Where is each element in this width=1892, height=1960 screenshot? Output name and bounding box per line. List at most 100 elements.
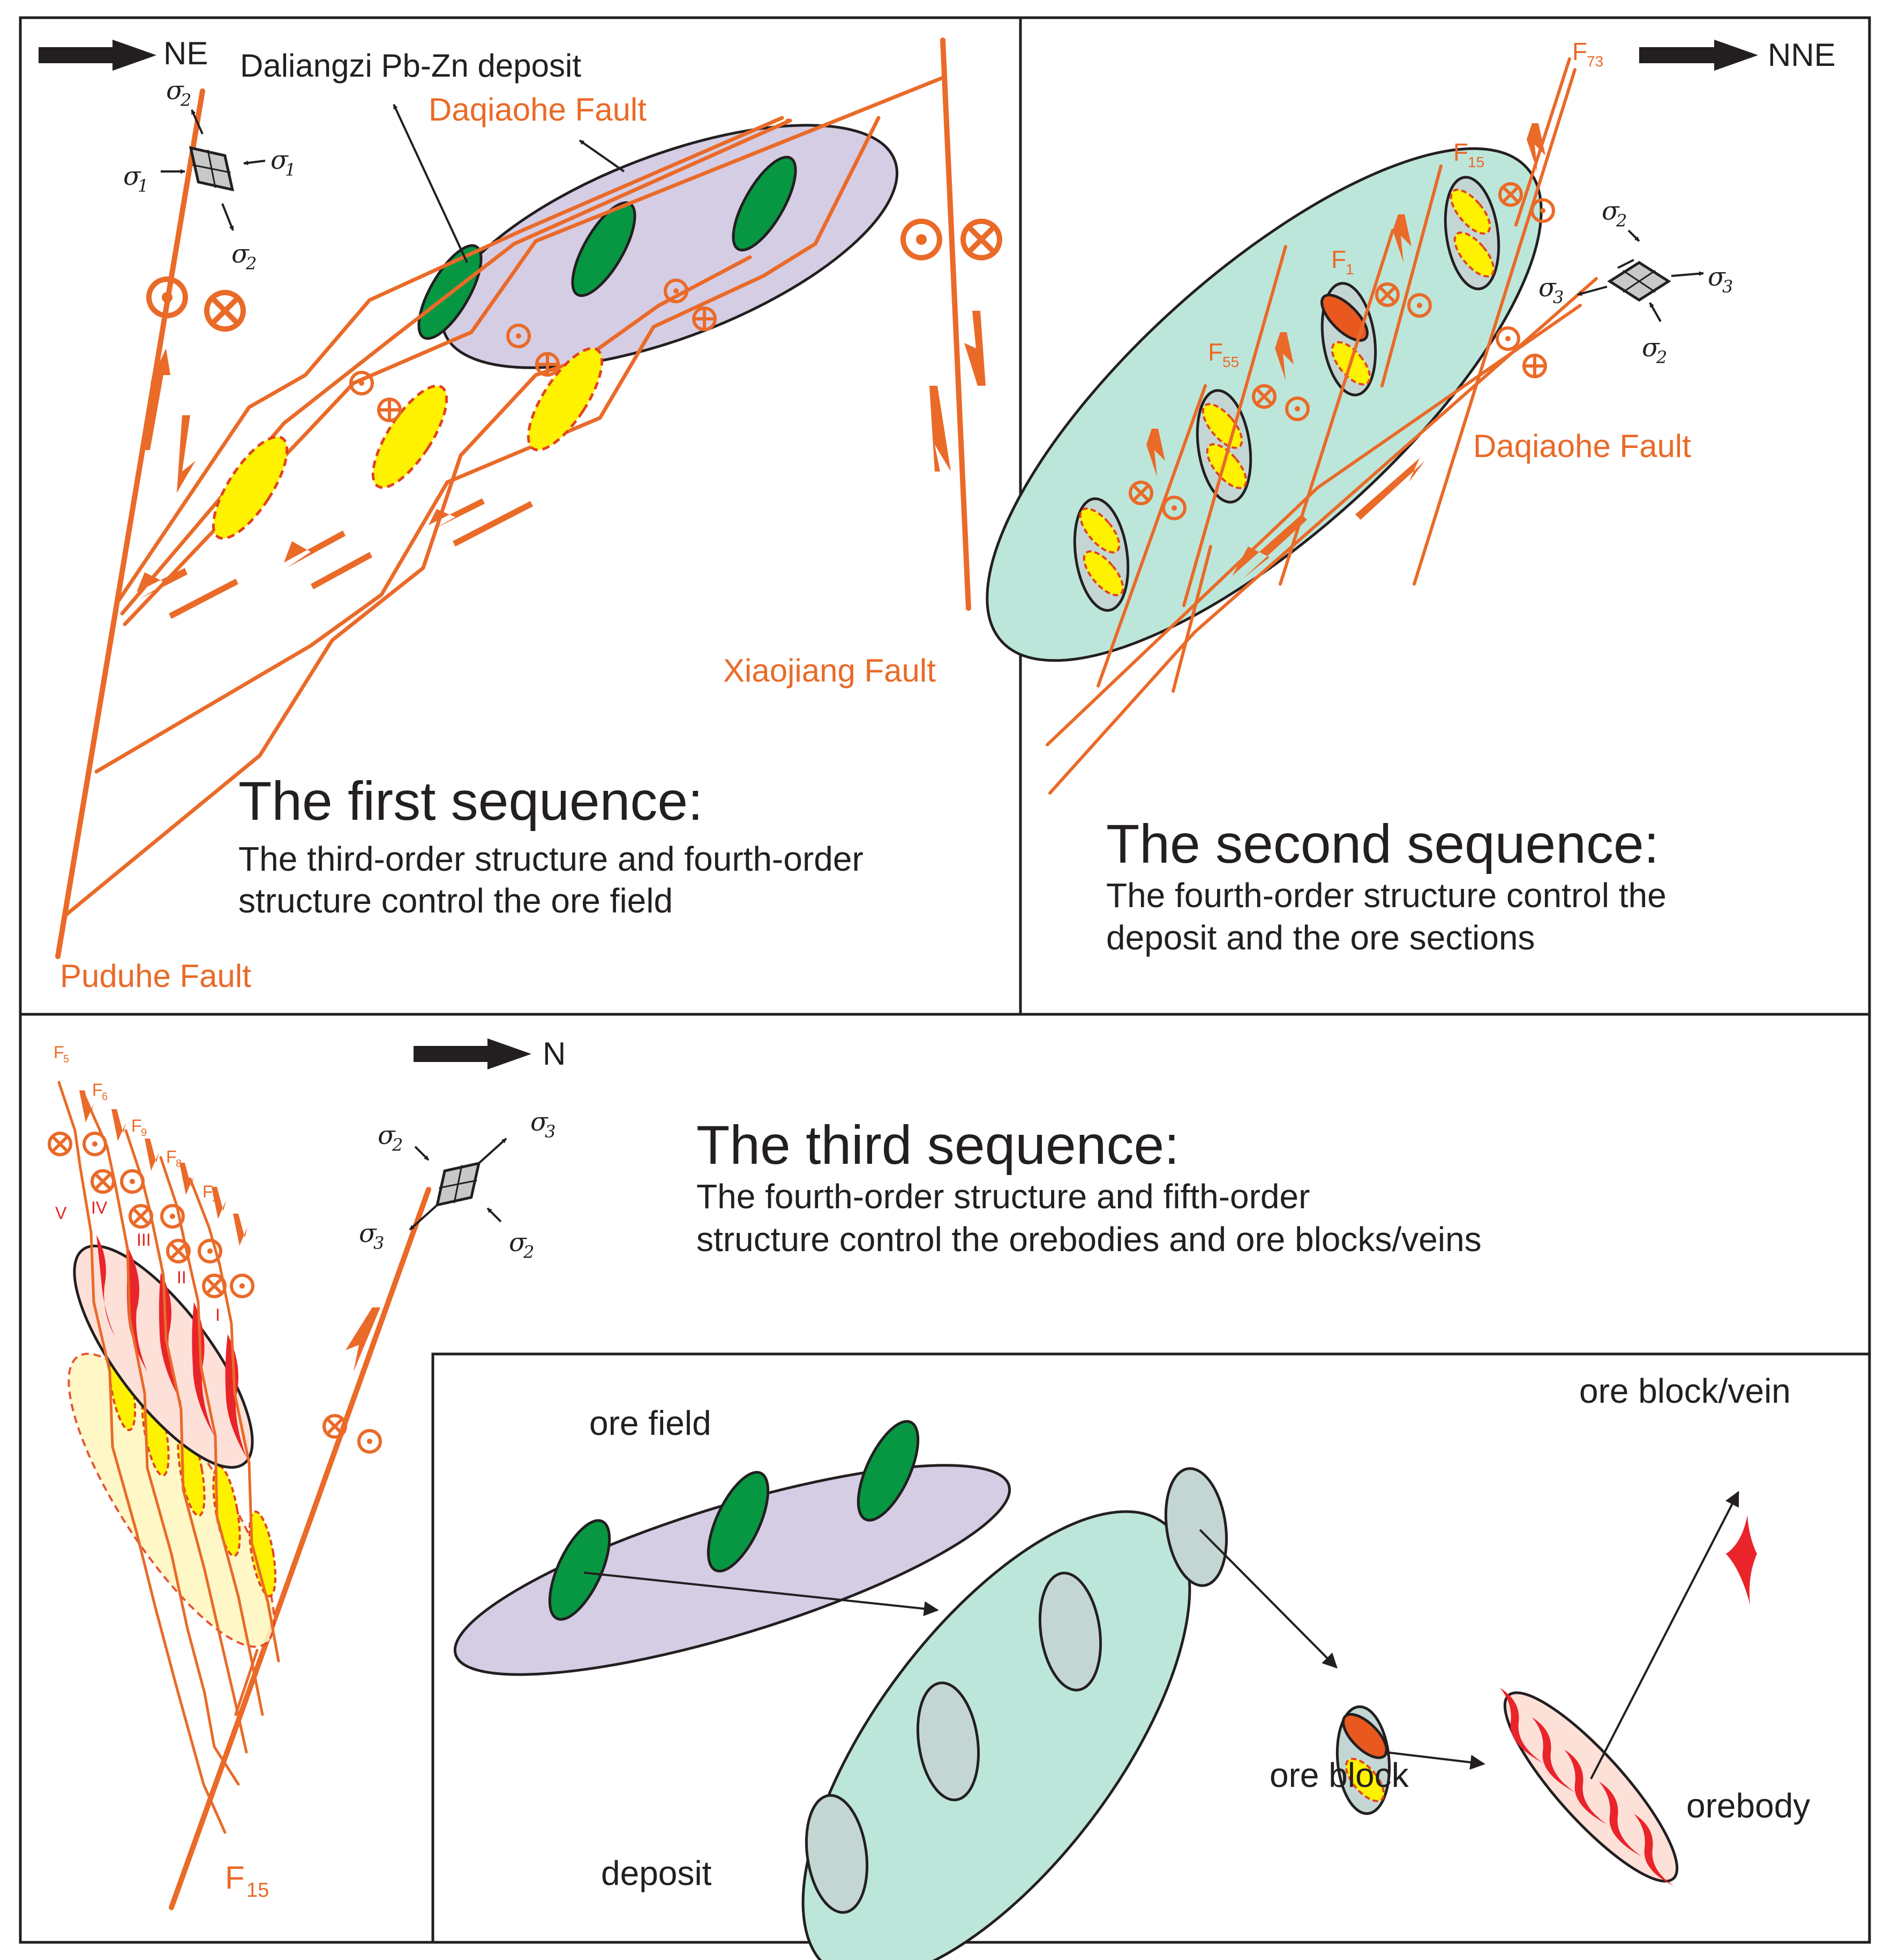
ore-lens-yellow [1079,507,1121,553]
ore-lens-green [732,155,797,252]
xiaojiang-fault-line [940,38,971,611]
sigma-subscript: 3 [545,1121,555,1142]
deposit-label: Daliangzi Pb-Zn deposit [240,48,581,84]
panel3-title: The third sequence: [696,1114,1180,1176]
puduhe-fault-line [55,88,205,959]
sigma-subscript: 1 [285,160,296,180]
legend-ore-vein-shape [1726,1515,1757,1605]
fault-label-f15: F [225,1860,245,1896]
sigma-label: σ [1642,333,1660,363]
panel2-description-line2: deposit and the ore sections [1106,918,1535,957]
fault-label-subscript: 6 [102,1091,108,1103]
fault-label-subscript: 55 [1222,354,1239,370]
fault-label: F [54,1043,64,1062]
sigma-subscript: 2 [392,1135,403,1155]
deposit-ellipse [986,147,1543,662]
into-page-symbol [49,1133,71,1155]
out-of-page-symbol [1497,328,1519,349]
fault-label: F [1208,338,1223,366]
sigma-subscript: 2 [180,90,191,110]
ore-lens-yellow [1083,550,1124,596]
into-page-symbol [130,1206,152,1227]
fault-label-subscript: 3 [212,1193,218,1205]
fault-f15-line [169,1187,431,1910]
ore-section-ellipse [1164,1467,1228,1587]
sigma-label: σ [231,239,250,269]
ore-lens-yellow [1450,189,1491,235]
orebody-numerals: V IV III II I [55,1198,220,1325]
sigma-subscript: 2 [1656,347,1667,368]
ore-lens-yellow [212,435,289,540]
fault-pointer-arrow [579,139,625,173]
strike-slip-in-symbol [963,221,1000,258]
ore-section-ellipse [916,1681,980,1801]
panel3-fault-labels: F 5 F 6 F 9 F 8 F 3 [54,1043,218,1205]
panel2-title: The second sequence: [1106,813,1659,874]
sigma-label: σ [123,161,141,191]
sigma-label: σ [1708,262,1726,292]
direction-label-ne: NE [163,35,208,71]
legend-deposit-label: deposit [601,1854,712,1892]
panel-third-sequence: N [35,1036,1482,1910]
legend-orebody-label: orebody [1686,1786,1810,1825]
scale-hierarchy-inset: ore field deposit ore block orebody ore … [453,1372,1810,1960]
fault-label: F [92,1080,103,1099]
ore-lens-green [707,1471,770,1573]
sigma-label: σ [378,1120,396,1150]
fault-label-subscript: 73 [1587,53,1603,70]
orebody-numeral: II [177,1268,186,1287]
orebody-numeral: I [215,1305,220,1325]
out-of-page-symbol [231,1275,253,1297]
out-of-page-symbol [359,1431,380,1452]
direction-label-nne: NNE [1768,37,1836,73]
ore-lens-yellow [177,1425,206,1517]
sigma-subscript: 2 [1616,211,1627,231]
sigma-label: σ [166,76,184,106]
ore-lens-yellow [527,347,604,452]
fault-label-subscript: 1 [1346,261,1354,278]
sigma-label: σ [1538,273,1557,303]
panel1-motion-arrows [137,311,986,619]
direction-arrow-ne: NE [39,35,208,71]
daqiaohe-fault-line-2 [1046,304,1582,746]
sigma-subscript: 3 [1553,287,1564,308]
sigma-subscript: 3 [1722,276,1733,297]
panel2-description-line1: The fourth-order structure control the [1106,876,1666,915]
into-page-symbol [379,399,400,421]
into-page-symbol [694,308,715,330]
ore-block-orange [1320,294,1369,342]
legend-ore-block-vein-label: ore block/vein [1579,1372,1791,1410]
ore-block-orange [1342,1713,1388,1759]
ore-halo-yellow [67,1352,275,1648]
orebody-numeral: V [55,1203,67,1223]
sigma-subscript: 2 [523,1242,534,1262]
ore-section-ellipse [1038,1572,1102,1692]
panel2-motion-arrows [1146,123,1545,579]
fault-label: F [202,1182,213,1201]
into-page-symbol [537,354,558,375]
ore-lens-green [548,1519,611,1621]
into-page-symbol [204,1275,225,1297]
panel3-motion-arrows [79,1090,380,1372]
orebody-numeral: III [137,1230,151,1250]
fault-label-subscript: 15 [246,1879,269,1902]
panel2-faults [1046,57,1598,795]
deposit-pointer-arrow [393,104,468,263]
xiaojiang-fault-label: Xiaojiang Fault [723,653,936,689]
fault-label-subscript: 8 [176,1158,182,1170]
into-page-symbol [1524,355,1545,377]
daqiaohe-fault-label: Daqiaohe Fault [1473,428,1691,464]
fault-label: F [1572,38,1587,65]
panel3-description-line2: structure control the orebodies and ore … [696,1220,1482,1259]
stress-arrows-panel1 [161,109,266,231]
stress-arrows-panel3 [409,1138,507,1231]
legend-orebody-veins [1500,1688,1674,1886]
ore-section-ellipse [805,1794,869,1914]
fault-label: F [1453,138,1468,166]
legend-ore-field-label: ore field [589,1404,711,1442]
fault-label: F [131,1116,142,1135]
sigma-label: σ [359,1218,377,1248]
direction-label-n: N [543,1036,566,1072]
panel3-description-line1: The fourth-order structure and fifth-ord… [696,1177,1310,1216]
